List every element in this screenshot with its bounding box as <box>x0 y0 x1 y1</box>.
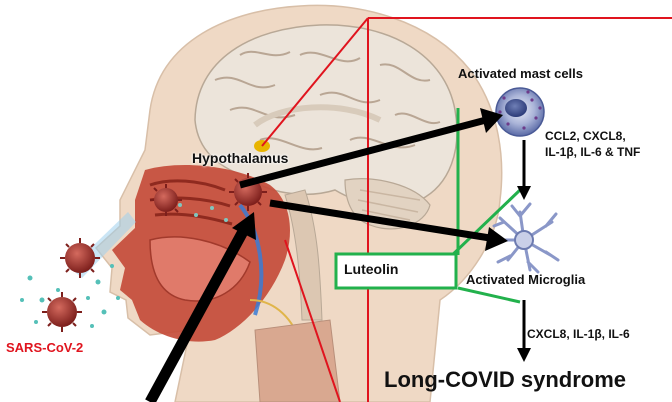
mast-cells-label: Activated mast cells <box>458 66 583 81</box>
luteolin-label: Luteolin <box>344 261 398 277</box>
mast-cytokines-line-1: CCL2, CXCL8, <box>545 128 640 144</box>
syndrome-title: Long-COVID syndrome <box>384 367 626 393</box>
mast-cytokines-line-2: IL-1β, IL-6 & TNF <box>545 144 640 160</box>
virus-particle-icon <box>60 238 100 278</box>
microglia-label: Activated Microglia <box>466 272 585 287</box>
hypothalamus-label: Hypothalamus <box>192 150 288 166</box>
virus-particle-icon <box>42 292 82 332</box>
virus-label: SARS-CoV-2 <box>6 340 83 355</box>
microglia-cytokines: CXCL8, IL-1β, IL-6 <box>527 327 630 341</box>
mast-cell-cytokines: CCL2, CXCL8, IL-1β, IL-6 & TNF <box>545 128 640 160</box>
mast-cell-icon <box>496 88 544 136</box>
